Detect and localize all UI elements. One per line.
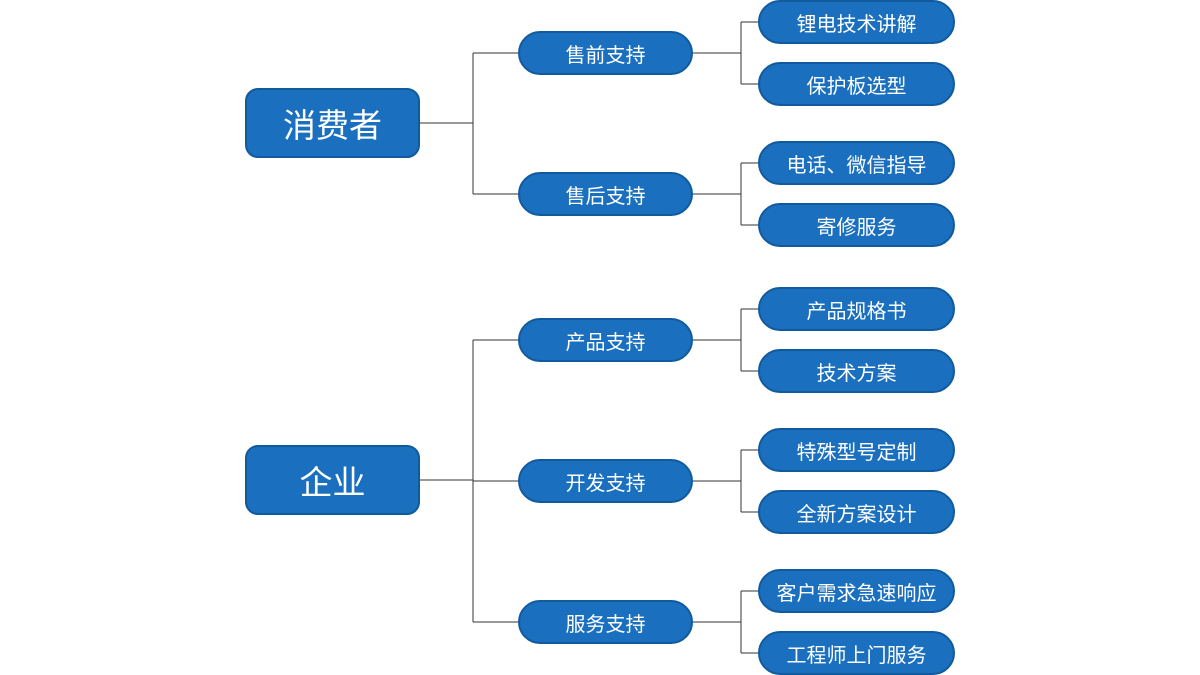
- branch-node-dev-support: 开发支持: [518, 459, 693, 503]
- leaf-node-battery-tech: 锂电技术讲解: [758, 0, 955, 44]
- leaf-node-phone-wechat-guidance: 电话、微信指导: [758, 141, 955, 185]
- leaf-node-pcb-selection: 保护板选型: [758, 62, 955, 106]
- branch-node-product-support: 产品支持: [518, 318, 693, 362]
- branch-node-presale-support: 售前支持: [518, 31, 693, 75]
- leaf-node-tech-solution: 技术方案: [758, 349, 955, 393]
- branch-node-service-support: 服务支持: [518, 600, 693, 644]
- root-node-enterprise: 企业: [245, 445, 420, 515]
- branch-node-aftersale-support: 售后支持: [518, 172, 693, 216]
- leaf-node-product-spec: 产品规格书: [758, 287, 955, 331]
- leaf-node-custom-model: 特殊型号定制: [758, 428, 955, 472]
- leaf-node-mail-in-repair: 寄修服务: [758, 203, 955, 247]
- leaf-node-onsite-service: 工程师上门服务: [758, 631, 955, 675]
- leaf-node-new-design: 全新方案设计: [758, 490, 955, 534]
- root-node-consumer: 消费者: [245, 88, 420, 158]
- leaf-node-rapid-response: 客户需求急速响应: [758, 569, 955, 613]
